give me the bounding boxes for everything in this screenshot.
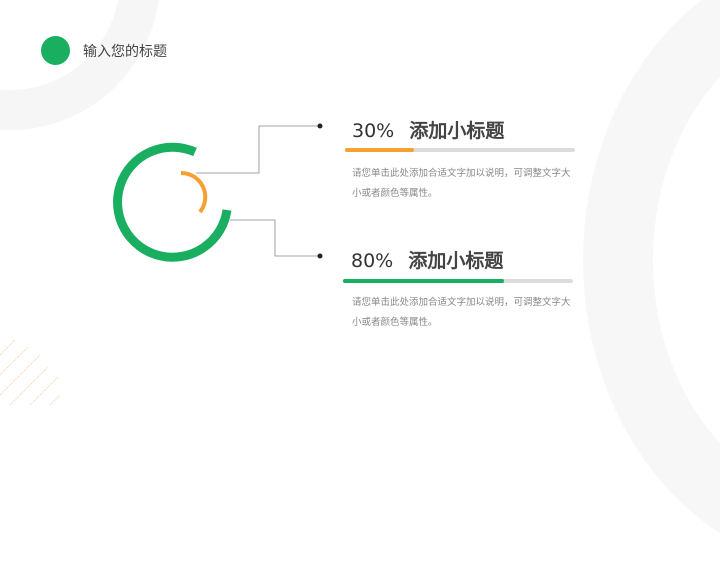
title-dot [41,36,70,65]
item-2-percent: 80% [351,250,394,272]
outer-ring-80 [113,142,232,262]
item-2-progress-fill [343,279,504,283]
page-title: 输入您的标题 [83,44,167,60]
item-2-progress-track [343,279,573,283]
item-1: 30% 添加小标题 [352,116,504,143]
stripe-decoration [0,339,61,405]
ring-chart [113,123,323,262]
item-1-heading: 添加小标题 [409,120,505,142]
item-1-percent: 30% [352,120,395,142]
item-2-description: 请您单击此处添加合适文字加以说明，可调整文字大小或者颜色等属性。 [352,297,571,328]
item-2: 80% 添加小标题 [351,246,503,273]
item-1-progress-fill [345,148,414,152]
item-2-heading: 添加小标题 [408,250,504,272]
item-1-description: 请您单击此处添加合适文字加以说明，可调整文字大小或者颜色等属性。 [352,168,571,199]
item-1-progress-track [345,148,575,152]
inner-ring-30 [180,170,208,214]
